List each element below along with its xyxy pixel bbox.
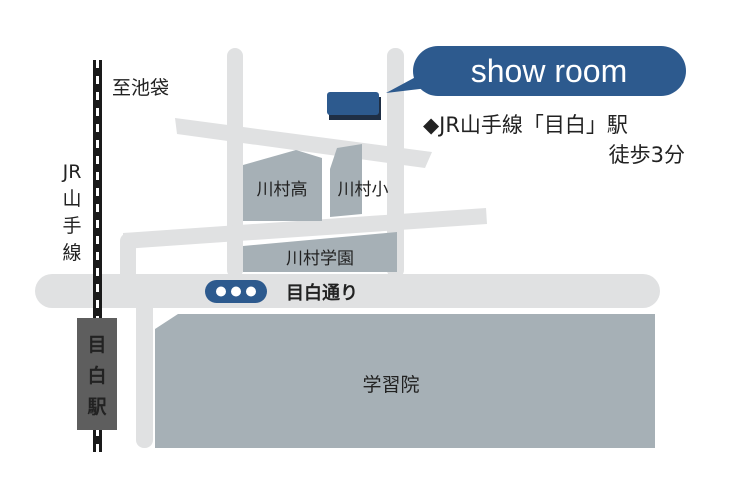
road-mejiro-dori bbox=[35, 274, 660, 308]
road-upper-diagonal bbox=[175, 118, 432, 168]
bus-stop-icon bbox=[205, 280, 267, 303]
station-char-1: 目 bbox=[87, 334, 106, 356]
callout-bubble bbox=[413, 46, 686, 96]
label-kawamura-high: 川村高 bbox=[257, 180, 308, 200]
building-kawamura-high bbox=[243, 150, 322, 221]
label-kawamura-elementary: 川村小 bbox=[338, 180, 389, 200]
road-stub-west bbox=[120, 233, 136, 283]
label-mejiro-dori: 目白通り bbox=[286, 282, 358, 304]
showroom-marker-icon bbox=[327, 92, 381, 120]
label-gakushuin: 学習院 bbox=[362, 374, 419, 396]
building-kawamura-elementary bbox=[330, 144, 362, 217]
buildings bbox=[155, 144, 655, 448]
callout-title: show room bbox=[471, 53, 628, 89]
label-kawamura-gakuen: 川村学園 bbox=[286, 249, 354, 269]
building-gakushuin bbox=[155, 314, 655, 448]
roads bbox=[35, 48, 660, 448]
jr-line-char-1: JR bbox=[62, 161, 82, 183]
station-box bbox=[77, 318, 117, 430]
access-line-1: ◆JR山手線「目白」駅 bbox=[423, 113, 628, 137]
access-line-2: 徒歩3分 bbox=[609, 143, 685, 167]
station-mejiro: 目 白 駅 bbox=[77, 318, 117, 430]
road-vertical-left bbox=[227, 48, 243, 278]
jr-line-char-2: 山 bbox=[62, 188, 81, 210]
showroom-callout: show room bbox=[386, 46, 686, 96]
jr-line-char-4: 線 bbox=[62, 242, 81, 264]
station-char-3: 駅 bbox=[86, 396, 107, 418]
jr-line-char-3: 手 bbox=[62, 215, 81, 237]
label-jr-yamanote-line: JR 山 手 線 bbox=[62, 161, 82, 264]
station-char-2: 白 bbox=[87, 364, 106, 387]
road-vertical-west bbox=[136, 300, 153, 448]
road-lower-diagonal bbox=[123, 208, 487, 249]
building-kawamura-gakuen bbox=[243, 232, 397, 272]
label-direction-ikebukuro: 至池袋 bbox=[112, 77, 169, 99]
